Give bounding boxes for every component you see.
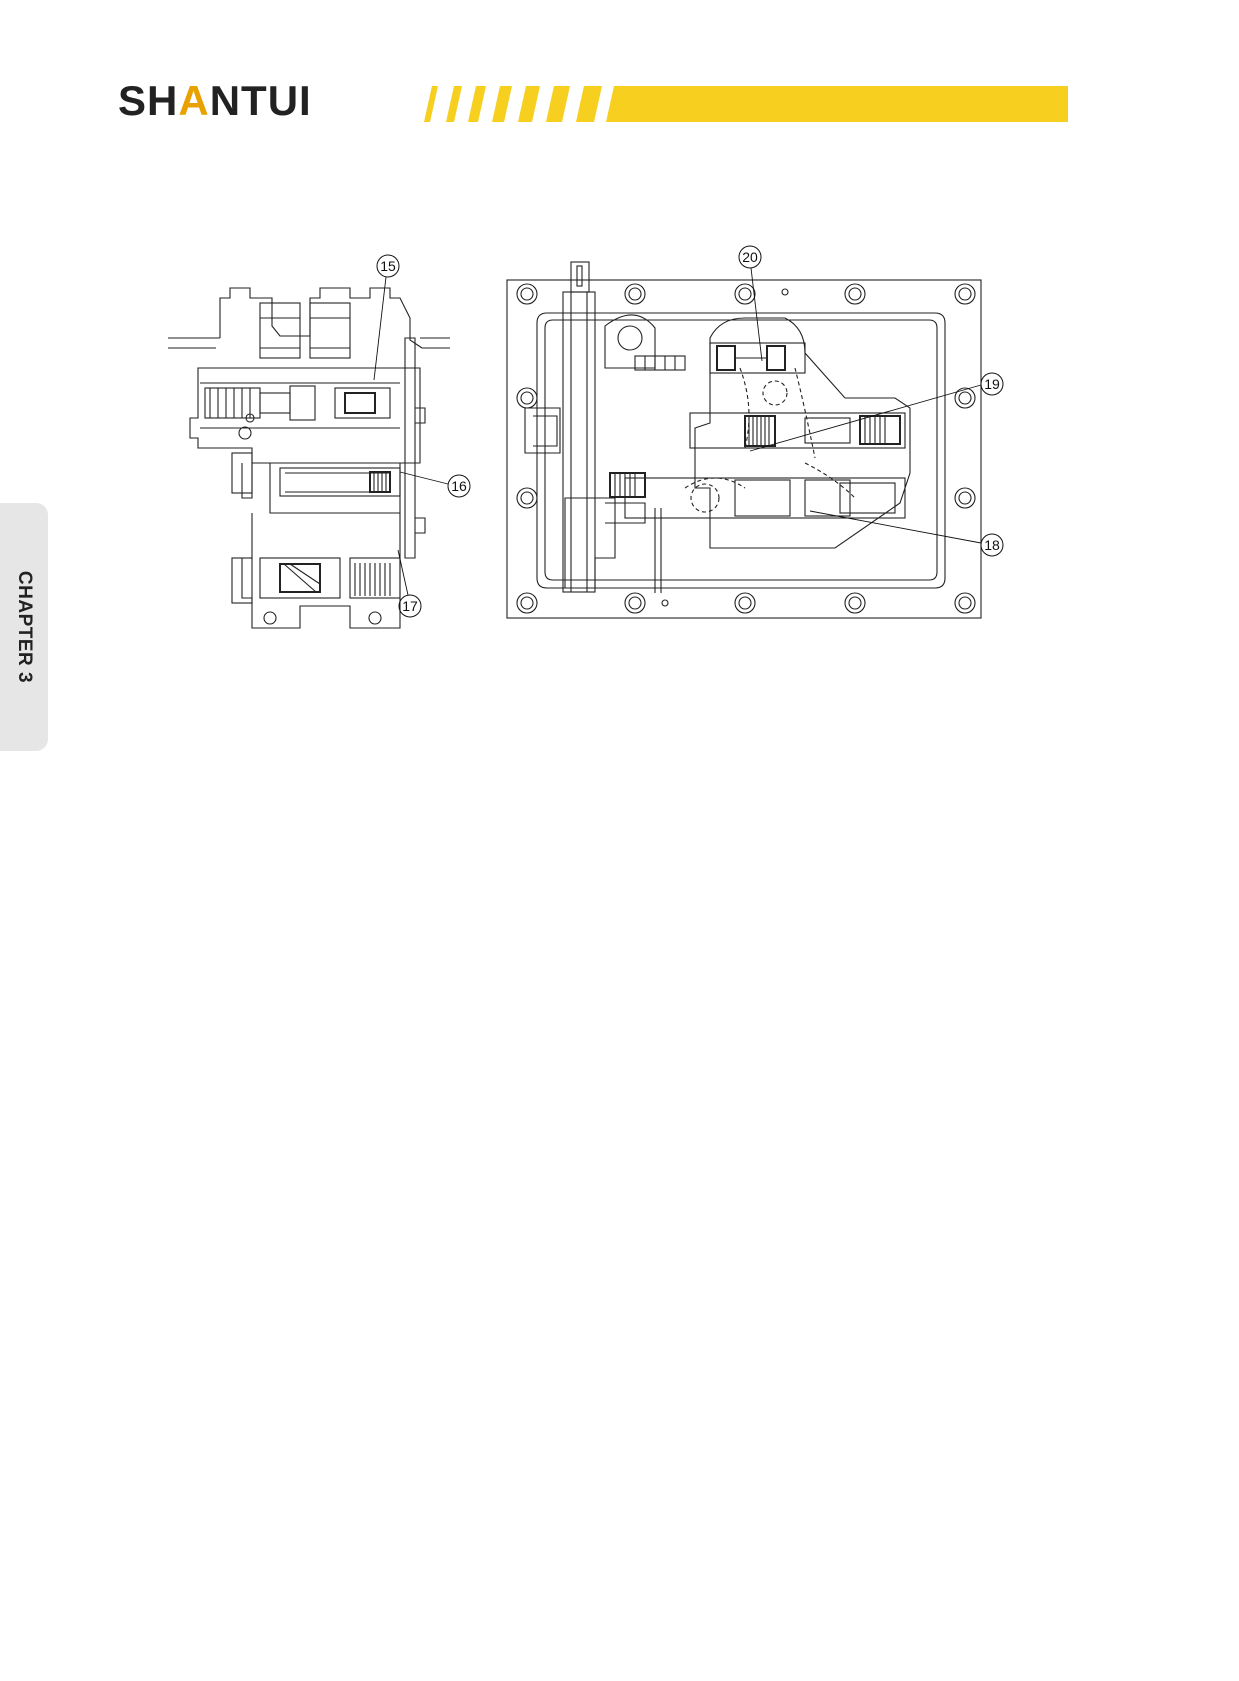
callout-19-label: 19 [984, 376, 1000, 392]
chapter-tab: CHAPTER 3 [0, 503, 48, 751]
callout-16-label: 16 [451, 478, 467, 494]
callout-15: 15 [373, 254, 400, 381]
chapter-label: CHAPTER 3 [14, 570, 35, 684]
callout-16: 16 [399, 471, 471, 498]
valve-section-drawing-left [160, 258, 480, 638]
logo-text-suffix: NTUI [209, 77, 312, 124]
callout-17: 17 [397, 549, 422, 618]
callouts-right: 20 19 18 [738, 245, 1004, 557]
callout-18-label: 18 [984, 537, 1000, 553]
callout-20: 20 [738, 245, 763, 362]
callout-20-label: 20 [742, 249, 758, 265]
callout-15-label: 15 [380, 258, 396, 274]
header-accent-bar [424, 86, 1068, 122]
callout-19: 19 [749, 372, 1004, 452]
callout-18: 18 [809, 510, 1004, 557]
logo-a-mark: A [178, 77, 210, 124]
valve-top-view-drawing-right [505, 258, 985, 628]
callouts-left: 15 16 17 [373, 254, 471, 618]
brand-logo: SHANTUI [118, 80, 312, 122]
logo-text-prefix: SH [118, 77, 179, 124]
callout-17-label: 17 [402, 598, 418, 614]
